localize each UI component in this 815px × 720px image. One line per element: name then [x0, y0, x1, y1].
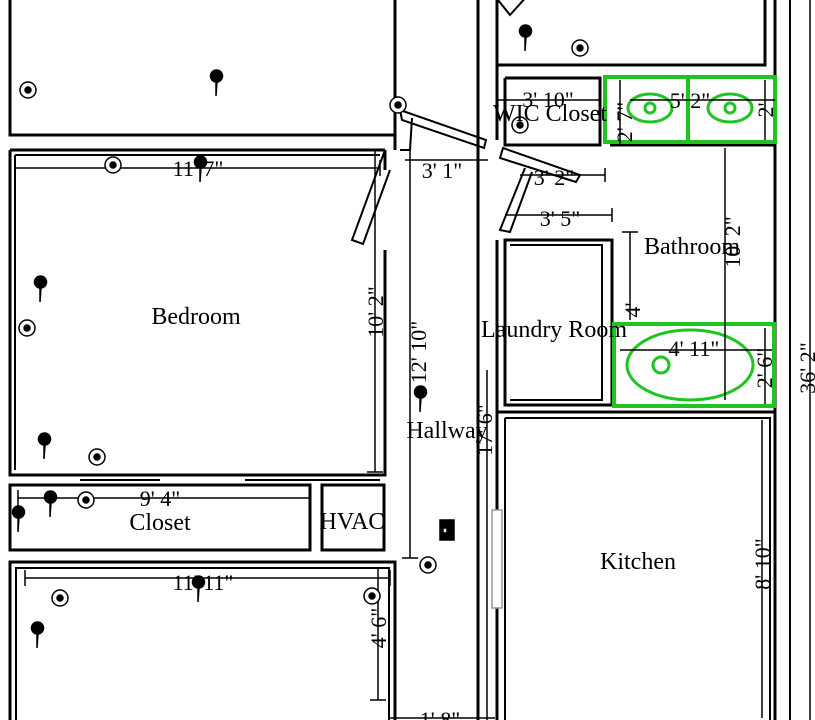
dim-label-hall-height: 12' 10": [406, 321, 431, 383]
dim-label-vanity-depth: 2': [753, 102, 778, 117]
outlet-icon: [363, 587, 381, 605]
dim-closet-width: [17, 490, 311, 506]
sink-icon: [706, 92, 754, 124]
dim-hall-height: [402, 148, 418, 559]
dim-label-closet-width: 9' 4": [140, 486, 180, 511]
bathtub-icon: [612, 322, 776, 408]
room-label-hallway: Hallway: [406, 418, 487, 444]
outlet-icon: [19, 81, 37, 99]
electrical-symbols: [11, 24, 589, 649]
outlet-icon: [88, 448, 106, 466]
dim-label-wic-height: 2' 7": [612, 102, 637, 142]
light-fixture-icon: [193, 155, 208, 183]
light-fixture-icon: [37, 432, 52, 460]
light-fixture-icon: [413, 385, 428, 413]
hvac-wall: [320, 483, 386, 552]
light-fixture-icon: [11, 505, 26, 533]
room-label-closet: Closet: [129, 510, 191, 536]
hall-door-a: [398, 108, 488, 150]
sink-drain-icon: [643, 101, 657, 115]
dim-label-tub-depth: 2' 6": [752, 348, 777, 388]
closet-wall: [8, 483, 312, 552]
hall-wall-right: [476, 0, 499, 720]
dim-laundry-width: [505, 208, 613, 222]
kitchen-inner-wall: [504, 417, 771, 720]
room-label-bedroom: Bedroom: [151, 304, 241, 330]
outlet-icon: [104, 156, 122, 174]
room-label-hvac: HVAC: [320, 509, 385, 535]
dim-label-lower-width: 11' 11": [173, 570, 234, 595]
wic-wall: [503, 76, 602, 147]
laundry-inner: [510, 244, 603, 401]
dim-label-laundry-height: 4': [620, 302, 645, 317]
outlet-icon: [571, 39, 589, 57]
dim-laundry-height: [622, 231, 638, 320]
top-left-room-wall: [8, 0, 397, 137]
wic-door: [498, 146, 582, 184]
dimension-labels: 11' 7" 10' 2" 12' 10" 9' 4" 11' 11" 4' 6…: [140, 87, 815, 720]
smoke-detector-icon: [439, 519, 455, 541]
light-fixture-icon: [209, 69, 224, 97]
outlet-icon: [389, 96, 407, 114]
room-label-bathroom: Bathroom: [644, 234, 740, 260]
bathtub-basin-icon: [625, 328, 755, 402]
dim-label-laundry-width: 3' 5": [540, 206, 580, 231]
room-labels: Bedroom Closet HVAC Hallway WIC Closet L…: [129, 101, 740, 575]
room-label-kitchen: Kitchen: [600, 549, 676, 575]
dim-bedroom-height: [367, 149, 383, 473]
outlet-icon: [18, 319, 36, 337]
bedroom-wall: [8, 148, 387, 477]
outlet-icon: [77, 491, 95, 509]
bedroom-door: [350, 149, 391, 246]
outlet-icon: [511, 116, 529, 134]
bedroom-inner-wall: [14, 154, 380, 470]
room-label-wic: WIC Closet: [493, 101, 607, 127]
sink-drain-icon: [723, 101, 737, 115]
lower-room-inner-wall: [15, 567, 390, 720]
dim-label-hall-left: 17' 6": [472, 404, 497, 455]
light-fixture-icon: [518, 24, 533, 52]
dim-label-total-height: 36' 2": [795, 342, 815, 393]
fixtures: [603, 75, 777, 408]
dim-label-tub-width: 4' 11": [669, 336, 720, 361]
top-door: [497, 0, 525, 17]
light-fixture-icon: [191, 575, 206, 603]
walls: [8, 0, 791, 720]
dim-label-kitchen-height: 8' 10": [750, 538, 775, 589]
outlet-icon: [419, 556, 437, 574]
dim-hall-door-b: [520, 168, 606, 182]
light-fixture-icon: [33, 275, 48, 303]
dim-label-bath-height: 10' 2": [720, 216, 745, 267]
dim-label-lower-partial: 4' 6": [366, 608, 391, 648]
dim-label-bedroom-height: 10' 2": [363, 286, 388, 337]
dim-lower-width: [24, 570, 391, 586]
light-fixture-icon: [43, 490, 58, 518]
dim-label-bedroom-width: 11' 7": [173, 156, 224, 181]
outlet-icon: [51, 589, 69, 607]
dim-label-bottom: 1' 8": [420, 707, 460, 720]
dim-label-wic-width: 3' 10": [522, 87, 573, 112]
bathtub-drain-icon: [651, 355, 671, 375]
dim-label-hall-door-b: 3' 2": [534, 165, 574, 190]
light-fixture-icon: [30, 621, 45, 649]
kitchen-opening: [491, 509, 503, 609]
sink-icon: [626, 92, 674, 124]
dim-label-hall-door-a: 3' 1": [422, 158, 462, 183]
room-label-laundry: Laundry Room: [481, 317, 627, 343]
laundry-door: [498, 167, 533, 234]
dimension-lines: [14, 0, 811, 720]
dim-label-vanity-width: 5' 2": [670, 88, 710, 113]
